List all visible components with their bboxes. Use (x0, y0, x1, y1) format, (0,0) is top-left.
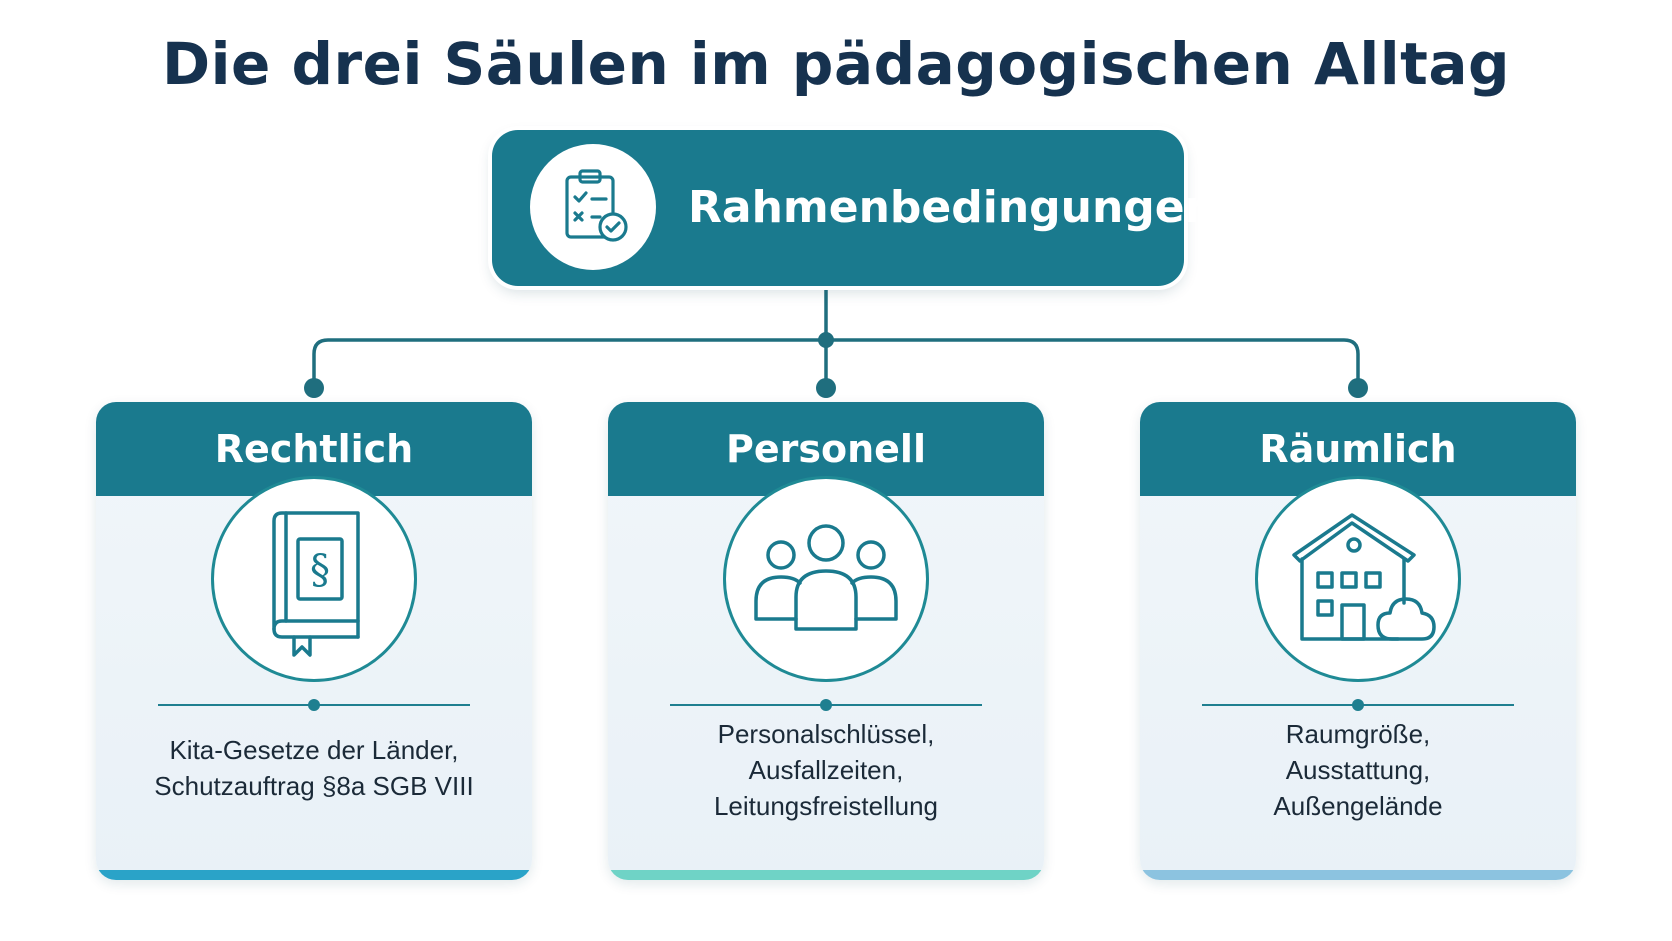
root-label: Rahmenbedingungen (688, 182, 1216, 233)
card-accent-bar (1140, 870, 1576, 880)
page-title: Die drei Säulen im pädagogischen Alltag (161, 30, 1511, 98)
description-line: Kita-Gesetze der Länder, (169, 735, 459, 765)
icon-badge (1255, 476, 1461, 682)
description-line: Ausstattung, (1285, 755, 1431, 785)
root-node: Rahmenbedingungen (492, 130, 1216, 286)
svg-text:§: § (310, 547, 330, 593)
pillar-card-rechtlich: Rechtlich § Kita-Gesetze der Länder, Sch… (96, 402, 532, 880)
description-line: Personalschlüssel, (717, 719, 935, 749)
divider-dot (308, 699, 320, 711)
pillar-description: Kita-Gesetze der Länder, Schutzauftrag §… (116, 732, 512, 804)
building-icon (1292, 513, 1436, 641)
divider-dot (1352, 699, 1364, 711)
description-line: Außengelände (1273, 791, 1443, 821)
card-title: Räumlich (1259, 427, 1457, 471)
description-line: Leitungsfreistellung (713, 791, 939, 821)
pillar-description: Personalschlüssel, Ausfallzeiten, Leitun… (628, 716, 1024, 824)
card-title: Rechtlich (214, 427, 414, 471)
law-book-icon: § (272, 511, 360, 657)
pillar-card-personell: Personell Personalschlüssel, Ausfallzeit… (608, 402, 1044, 880)
people-group-icon (754, 524, 898, 631)
icon-badge: § (211, 476, 417, 682)
clipboard-check-icon (565, 169, 628, 242)
description-line: Schutzauftrag §8a SGB VIII (154, 771, 474, 801)
divider-dot (820, 699, 832, 711)
icon-badge (723, 476, 929, 682)
root-icon-badge (530, 144, 656, 270)
description-line: Ausfallzeiten, (748, 755, 904, 785)
pillar-card-raeumlich: Räumlich Raumgröße, Ausstattung, Außenge… (1140, 402, 1576, 880)
card-accent-bar (608, 870, 1044, 880)
card-title: Personell (726, 427, 926, 471)
description-line: Raumgröße, (1285, 719, 1431, 749)
card-accent-bar (96, 870, 532, 880)
pillar-description: Raumgröße, Ausstattung, Außengelände (1160, 716, 1556, 824)
